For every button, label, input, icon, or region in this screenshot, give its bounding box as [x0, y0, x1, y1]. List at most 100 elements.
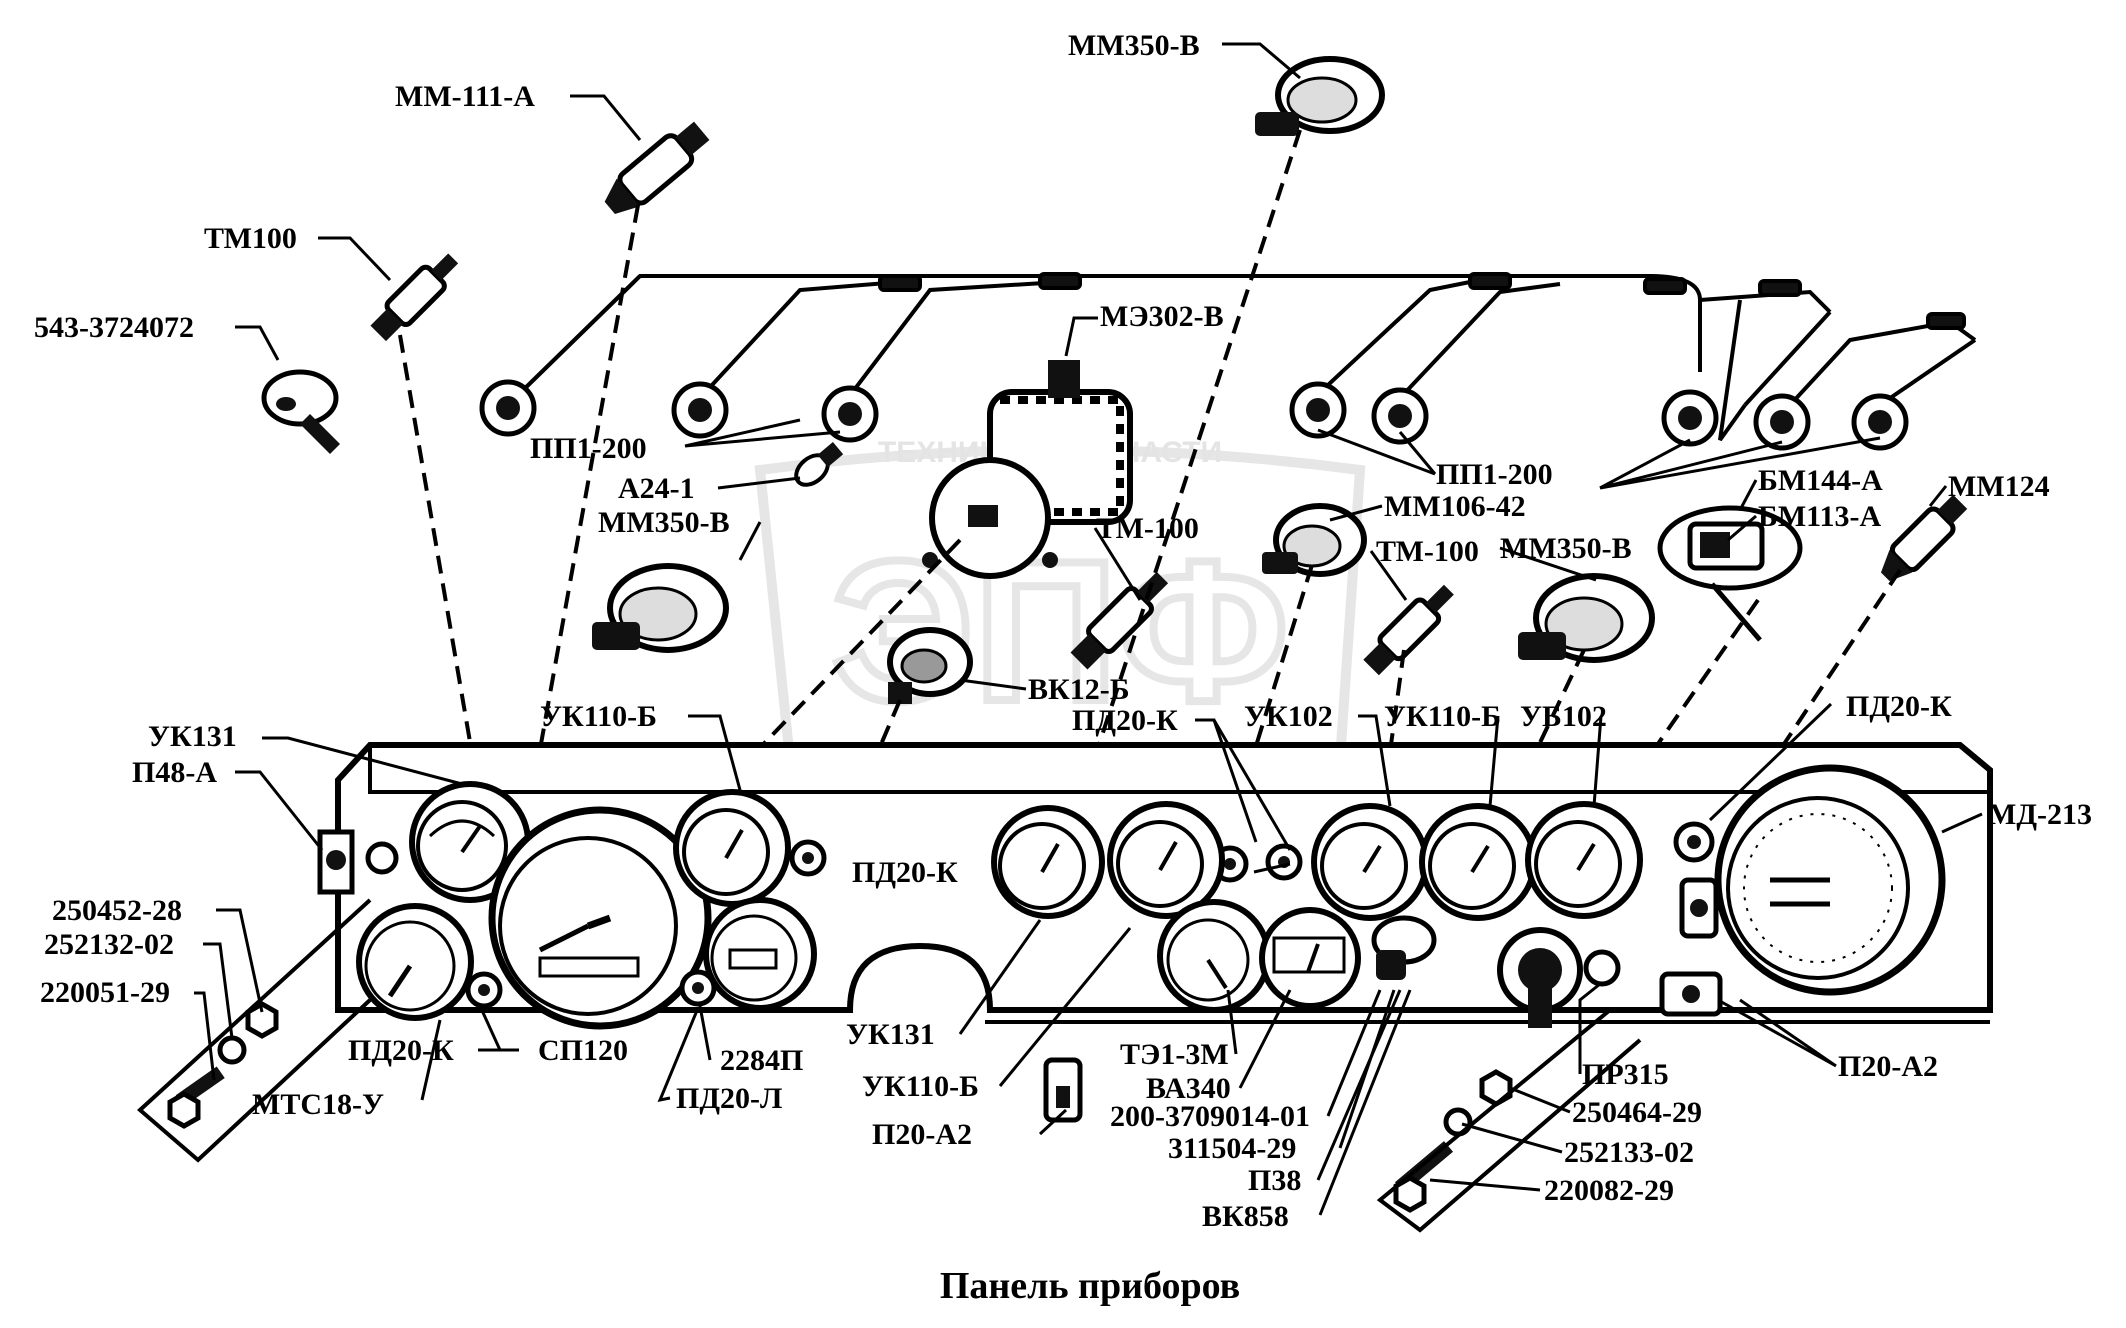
lamp-socket — [821, 385, 879, 443]
label-uk131-bottom: УК131 — [846, 1018, 935, 1051]
label-mm350-top: ММ350-В — [1068, 29, 1200, 62]
label-vk858: ВК858 — [1202, 1200, 1289, 1233]
sensor-mm106 — [1262, 503, 1367, 577]
indicator-lamp — [1265, 843, 1303, 881]
switch-vk12 — [887, 627, 973, 704]
lamp-sockets — [479, 379, 1909, 451]
indicator-lamp — [1673, 821, 1715, 863]
label-mm106: ММ106-42 — [1384, 490, 1526, 523]
cap-543 — [261, 369, 340, 454]
toggle-switch-p20a2-panel — [1679, 877, 1719, 939]
label-mm350-right: ММ350-В — [1500, 532, 1632, 565]
label-vk12: ВК12-Б — [1028, 673, 1130, 706]
gauge-uk110-right — [1419, 803, 1537, 921]
label-tm100-right: ТМ-100 — [1376, 535, 1479, 568]
label-pr315: ПР315 — [1582, 1058, 1669, 1091]
relay-bm144 — [1657, 505, 1803, 642]
sensor-tm100-left — [370, 253, 459, 342]
label-mts18: МТС18-У — [252, 1088, 384, 1121]
label-2284p: 2284П — [720, 1044, 803, 1077]
label-p20a2-left: П20-А2 — [872, 1118, 972, 1151]
indicator-lamp — [365, 841, 399, 875]
label-uk131-left: УК131 — [148, 720, 237, 753]
sensor-mm350-top — [1255, 56, 1385, 136]
lamp-socket — [1371, 387, 1429, 445]
lamp-socket — [1289, 381, 1347, 439]
gauge-te13m — [1157, 899, 1271, 1013]
ammeter-va340 — [1259, 907, 1361, 1009]
label-311504: 311504-29 — [1168, 1132, 1296, 1165]
label-220082: 220082-29 — [1544, 1174, 1674, 1207]
label-uk102: УК102 — [1244, 700, 1333, 733]
instrument-panel — [136, 742, 1993, 1163]
switch-p20a2-loose — [1043, 1057, 1083, 1123]
sensor-tm100-right — [1363, 584, 1454, 676]
diagram-caption: Панель приборов — [940, 1265, 1240, 1307]
gauge-uk131-center — [991, 805, 1105, 919]
label-uk110-right: УК110-Б — [1384, 700, 1501, 733]
label-mm124: ММ124 — [1948, 470, 2050, 503]
wire-harness — [513, 272, 1977, 442]
label-p20a2-right: П20-А2 — [1838, 1050, 1938, 1083]
label-250464: 250464-29 — [1572, 1096, 1702, 1129]
label-252133: 252133-02 — [1564, 1136, 1694, 1169]
label-mm111: ММ-111-А — [395, 80, 535, 113]
watermark-logo: ЭПФ — [832, 520, 1289, 743]
lamp-socket — [1753, 393, 1811, 451]
label-te13m: ТЭ1-3М — [1120, 1038, 1229, 1071]
label-pd20l: ПД20-Л — [676, 1082, 782, 1115]
label-bm113: БМ113-А — [1758, 500, 1881, 533]
label-pd20k-bottom: ПД20-К — [348, 1034, 454, 1067]
label-252132: 252132-02 — [44, 928, 174, 961]
label-bm144: БМ144-А — [1758, 464, 1883, 497]
toggle-switch-p20a2-lower — [1659, 971, 1723, 1017]
label-md213: МД-213 — [1988, 798, 2092, 831]
label-pd20k-right: ПД20-К — [1846, 690, 1952, 723]
label-pp1-left: ПП1-200 — [530, 432, 647, 465]
label-a24: А24-1 — [618, 472, 695, 505]
lamp-socket — [1851, 393, 1909, 451]
label-uk110-bottom: УК110-Б — [862, 1070, 979, 1103]
motor-me302 — [922, 360, 1133, 579]
sensor-mm350-right — [1518, 573, 1655, 663]
label-220051: 220051-29 — [40, 976, 170, 1009]
switch-pr315 — [1497, 927, 1621, 1028]
fasteners-right — [1376, 1008, 1642, 1233]
sensor-mm124 — [1880, 494, 1968, 582]
label-uk110-left: УК110-Б — [540, 700, 657, 733]
part-labels: ММ350-В ММ-111-А ТМ100 543-3724072 МЭ302… — [34, 29, 2092, 1233]
hour-meter-2284p — [703, 897, 817, 1011]
label-pd20k-center: ПД20-К — [1072, 704, 1178, 737]
label-mm350-mid: ММ350-В — [598, 506, 730, 539]
label-sp120: СП120 — [538, 1034, 628, 1067]
indicator-lamp — [465, 971, 503, 1009]
indicator-lamp — [679, 969, 717, 1007]
label-me302: МЭ302-В — [1100, 300, 1224, 333]
indicator-lamp — [789, 839, 827, 877]
sensor-mm350-mid — [592, 563, 729, 653]
label-pd20k-mid: ПД20-К — [852, 856, 958, 889]
sensor-mm111 — [604, 121, 710, 215]
label-va340: ВА340 — [1146, 1072, 1231, 1105]
gauge-ub102 — [1525, 801, 1643, 919]
speedometer-sp120 — [488, 806, 712, 1030]
left-bracket — [136, 829, 372, 1163]
gauge-md213 — [1714, 764, 1946, 996]
label-tm100-left: ТМ100 — [204, 222, 297, 255]
lamp-socket — [1661, 389, 1719, 447]
label-p48: П48-А — [132, 756, 217, 789]
switch-vk858 — [1371, 915, 1437, 980]
sensor-tm100-center — [1070, 571, 1169, 670]
label-p38: П38 — [1248, 1164, 1301, 1197]
lamp-socket — [671, 381, 729, 439]
leader-lines — [194, 42, 1983, 1216]
lamp-socket — [479, 379, 537, 437]
gauge-uk102 — [1311, 803, 1429, 921]
label-250452: 250452-28 — [52, 894, 182, 927]
gauge-uk110-left — [673, 789, 791, 907]
label-tm100-center: ТМ-100 — [1096, 512, 1199, 545]
label-ub102: УБ102 — [1520, 700, 1607, 733]
gauge-uk110-center — [1107, 801, 1225, 919]
bulb-a24 — [794, 442, 844, 487]
